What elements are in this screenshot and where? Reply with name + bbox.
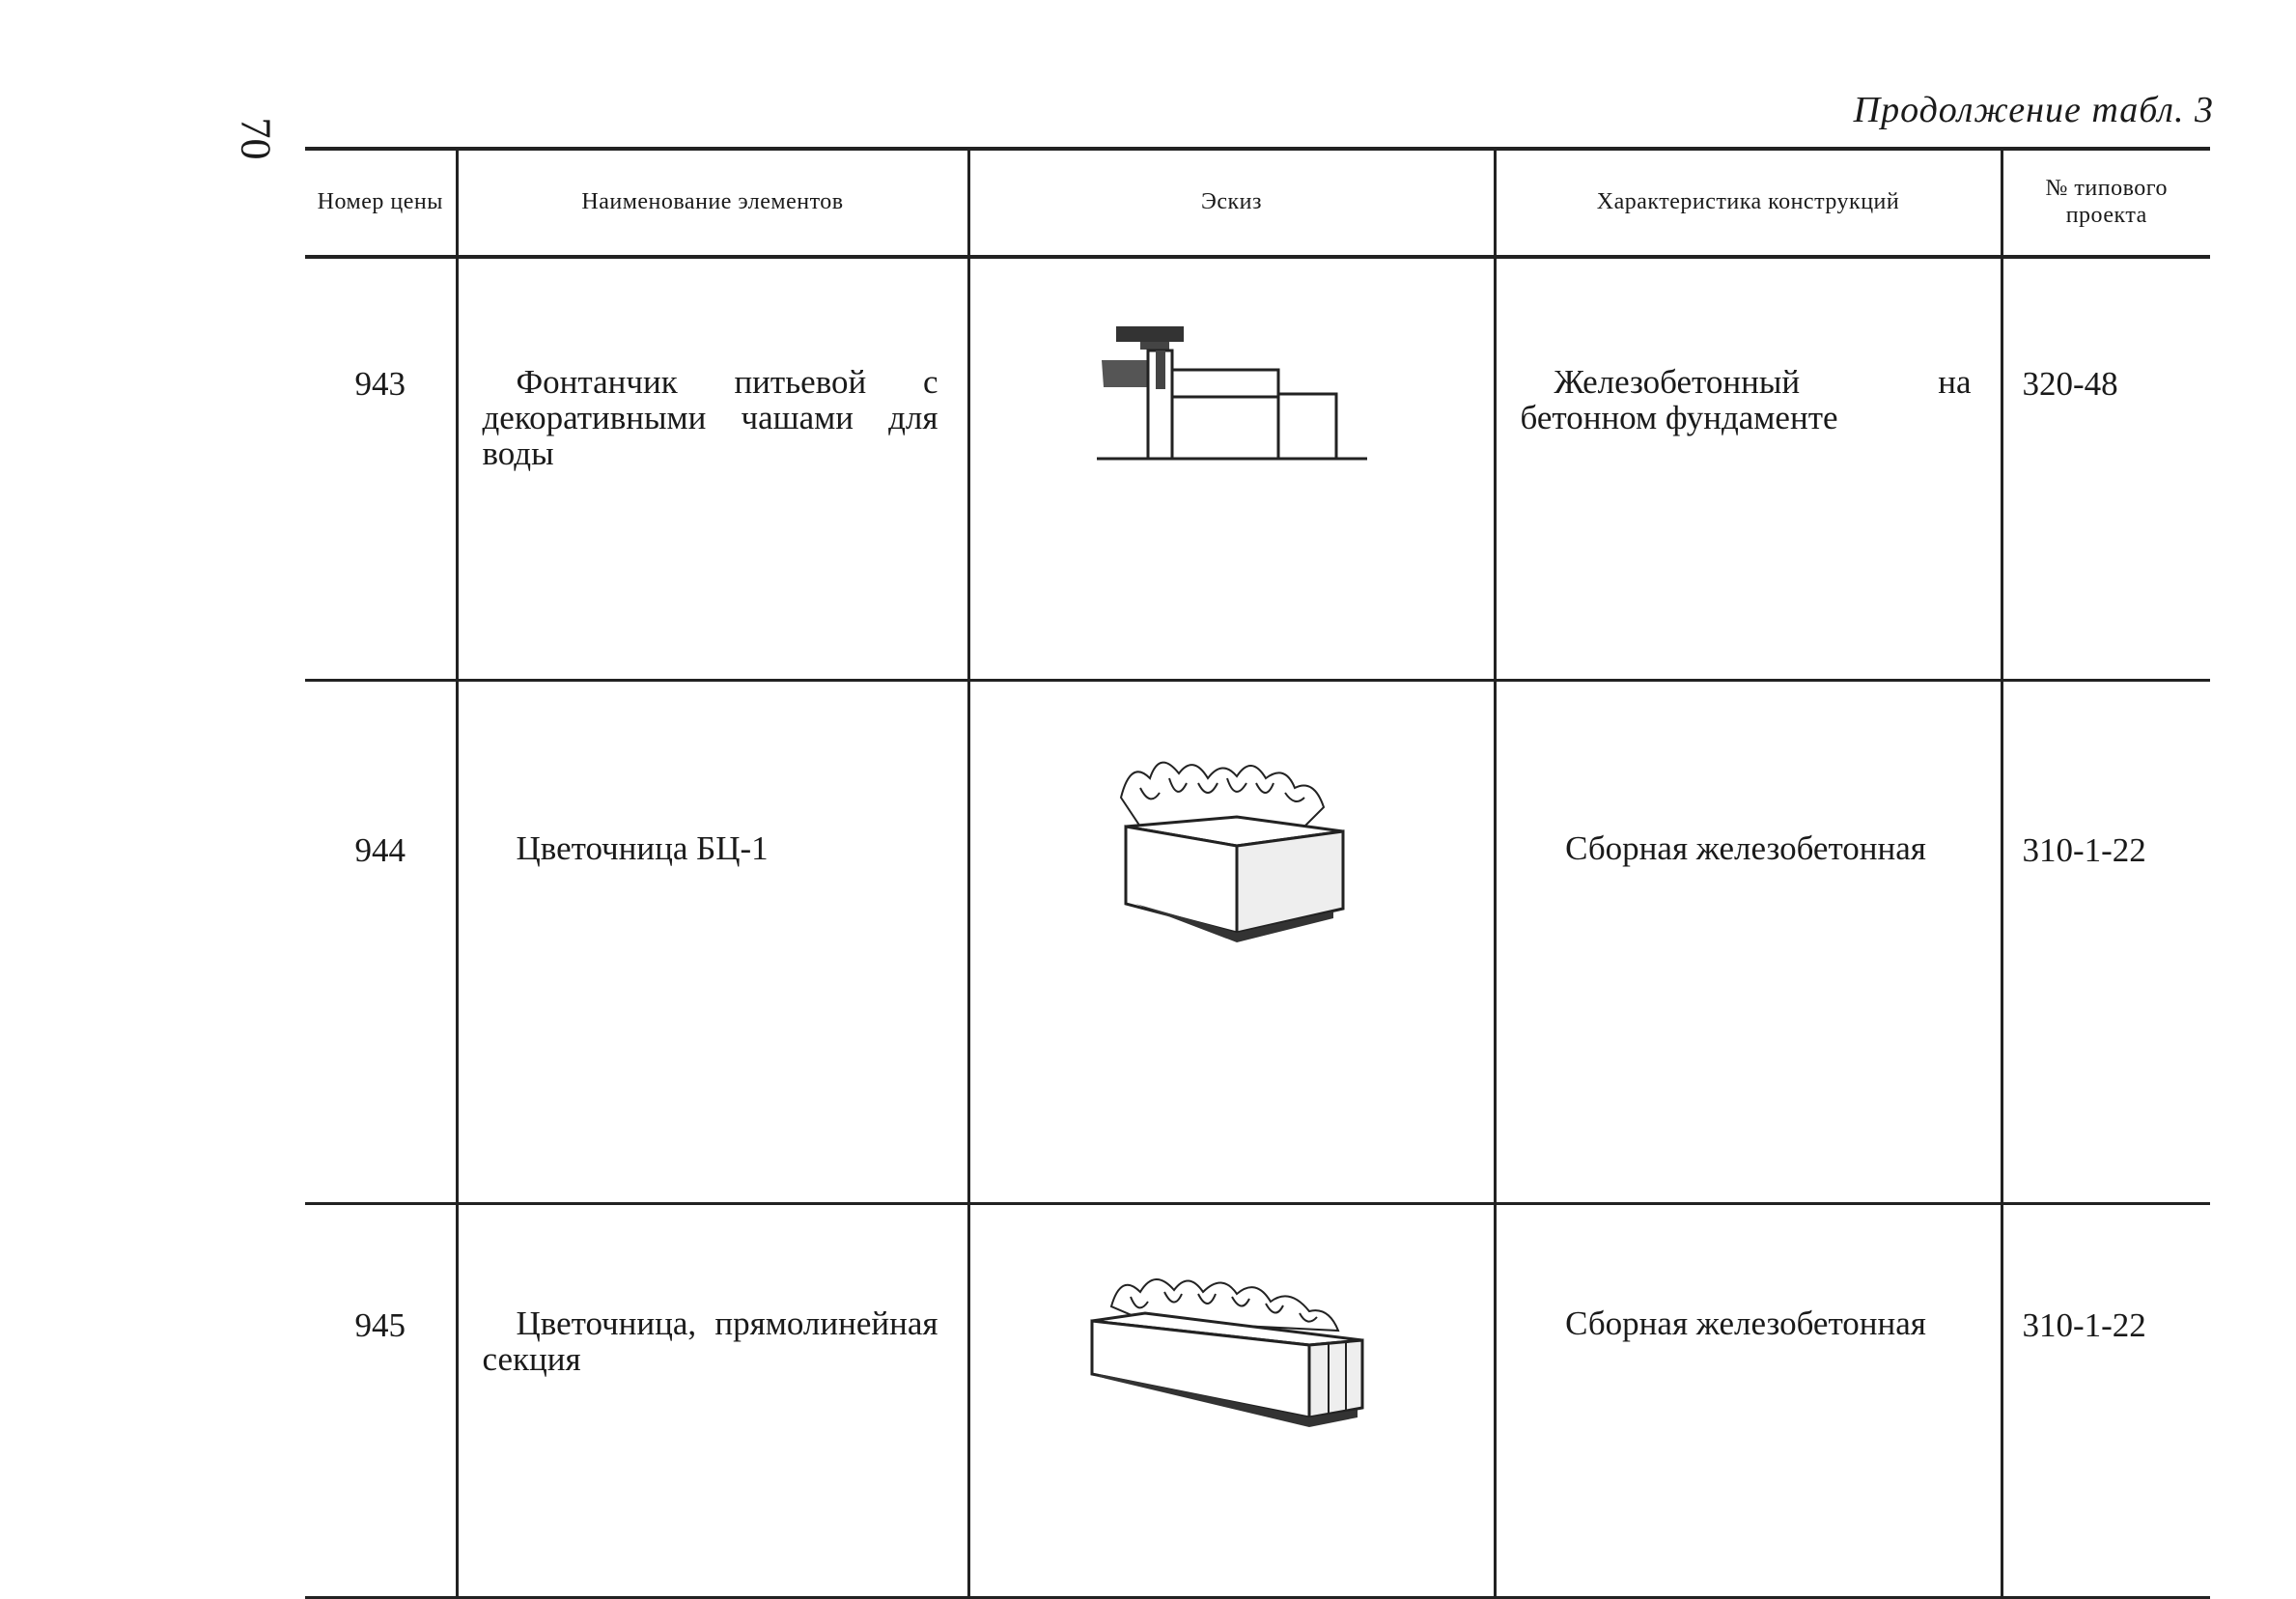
row-number: 943 <box>305 257 459 681</box>
table-row: 944 Цветочница БЦ-1 Сборная железобетонн… <box>305 680 2210 1204</box>
drinking-fountain-icon <box>1096 326 1367 461</box>
row-project: 310-1-22 <box>2000 680 2210 1204</box>
table-row: 943 Фонтанчик питьевой с декоративными ч… <box>305 257 2210 681</box>
row-sketch <box>966 257 1497 681</box>
row-characteristic: Сборная железобетонная <box>1493 1203 2003 1598</box>
row-number: 944 <box>305 680 459 1204</box>
elements-table: Номер цены Наименование элементов Эскиз … <box>305 147 2210 1599</box>
row-characteristic: Железобетонный на бетонном фундаменте <box>1493 257 2003 681</box>
row-sketch <box>966 680 1497 1204</box>
header-number: Номер цены <box>305 149 459 257</box>
flower-box-section-icon <box>1090 1278 1363 1427</box>
continuation-label: Продолжение табл. 3 <box>1853 90 2214 130</box>
header-sketch: Эскиз <box>966 149 1497 257</box>
table-row: 945 Цветочница, прямолинейная секция Сбо… <box>305 1203 2210 1598</box>
row-number: 945 <box>305 1203 459 1598</box>
row-sketch <box>966 1203 1497 1598</box>
header-characteristic: Характеристика конструкций <box>1493 149 2003 257</box>
page-number: 70 <box>232 117 280 160</box>
row-project: 310-1-22 <box>2000 1203 2210 1598</box>
row-characteristic: Сборная железобетонная <box>1493 680 2003 1204</box>
table-header-row: Номер цены Наименование элементов Эскиз … <box>305 149 2210 257</box>
header-name: Наименование элементов <box>455 149 970 257</box>
row-name: Цветочница, прямолинейная секция <box>455 1203 970 1598</box>
flower-box-icon <box>1119 761 1344 942</box>
row-name: Цветочница БЦ-1 <box>455 680 970 1204</box>
row-name: Фонтанчик питьевой с декоративными чашам… <box>455 257 970 681</box>
row-project: 320-48 <box>2000 257 2210 681</box>
header-project: № типового проекта <box>2000 149 2210 257</box>
